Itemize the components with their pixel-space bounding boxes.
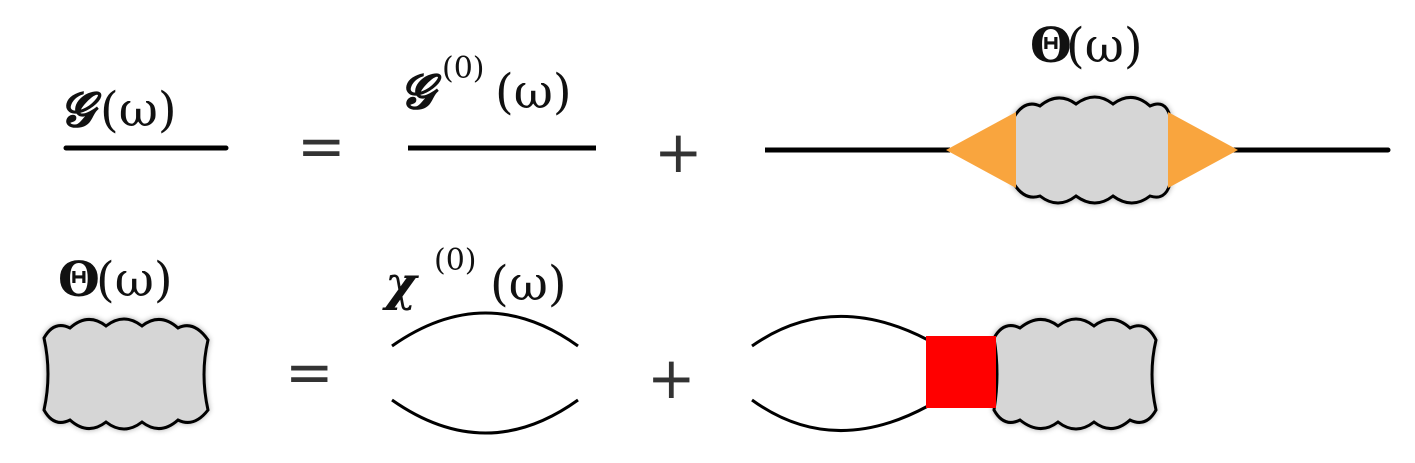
chi-arg: (ω) xyxy=(490,256,567,312)
row2-equals-sign: = xyxy=(285,338,334,406)
full-propagator-symbol: 𝓖 xyxy=(60,82,102,138)
right-vertex-triangle xyxy=(1168,112,1238,188)
row1-lhs-label: 𝓖 (ω) xyxy=(60,82,177,138)
chi-symbol: χ xyxy=(382,256,419,312)
theta-symbol-row2: Θ xyxy=(58,252,100,308)
interaction-kernel-square xyxy=(926,336,996,408)
row1-plus-sign: + xyxy=(654,118,703,186)
row1-term2-label: Θ (ω) xyxy=(1030,18,1143,74)
theta-blob-row1 xyxy=(1008,95,1177,205)
row2-lhs-label: Θ (ω) xyxy=(58,252,173,308)
theta-blob-rhs xyxy=(992,317,1158,431)
row1-equals-sign: = xyxy=(297,112,346,180)
bare-propagator-symbol: 𝓖 xyxy=(400,64,442,120)
dressed-bubble xyxy=(751,315,929,433)
left-vertex-triangle xyxy=(946,112,1016,188)
full-propagator-arg: (ω) xyxy=(100,82,177,138)
row1-term1-label: 𝓖 (0) (ω) xyxy=(400,51,572,120)
bare-bubble xyxy=(391,311,579,435)
theta-arg-row2: (ω) xyxy=(96,252,173,308)
bare-propagator-arg: (ω) xyxy=(495,64,572,120)
bare-propagator-superscript: (0) xyxy=(442,51,485,86)
row2-term1-label: χ (0) (ω) xyxy=(382,243,567,312)
row2-plus-sign: + xyxy=(647,344,696,412)
theta-blob-lhs xyxy=(42,317,210,431)
theta-symbol-row1: Θ xyxy=(1030,18,1072,74)
theta-arg-row1: (ω) xyxy=(1066,18,1143,74)
chi-superscript: (0) xyxy=(434,243,477,278)
